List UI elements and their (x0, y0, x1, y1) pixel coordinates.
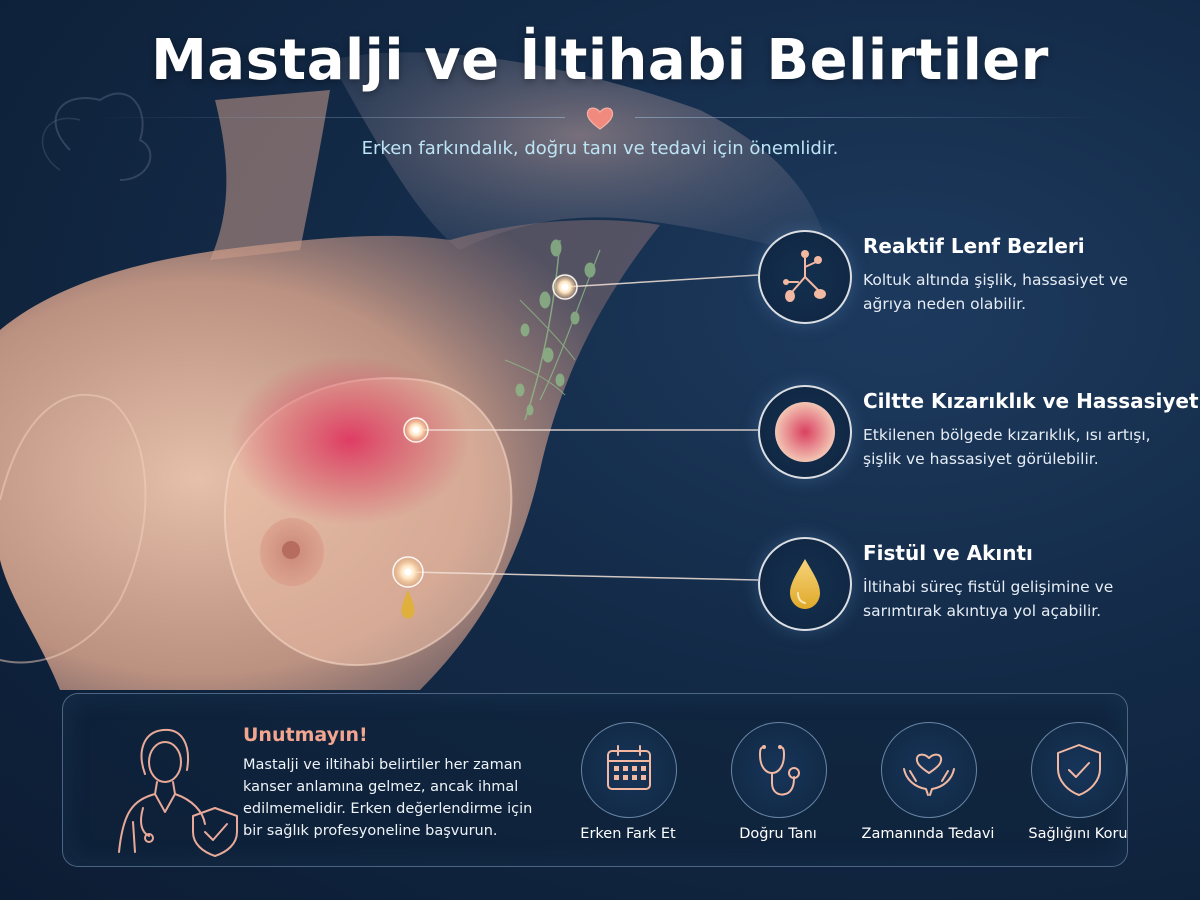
action-timely-treatment: Zamanında Tedavi (858, 722, 998, 852)
action-label: Zamanında Tedavi (861, 826, 995, 842)
stethoscope-icon (758, 745, 800, 796)
reminder-panel: Unutmayın! Mastalji ve iltihabi belirtil… (62, 693, 1128, 867)
lymph-node-icon (758, 230, 852, 324)
calendar-icon (607, 745, 651, 790)
action-protect-health: Sağlığını Koru (1008, 722, 1148, 852)
reminder-title: Unutmayın! (243, 724, 368, 746)
action-label: Doğru Tanı (739, 826, 817, 842)
lymph-node-cluster (504, 239, 601, 421)
drop-icon (758, 537, 852, 631)
reminder-text: Mastalji ve iltihabi belirtiler her zama… (243, 757, 533, 839)
symptom-lymph-nodes: Reaktif Lenf Bezleri Koltuk altında şişl… (758, 230, 1178, 330)
page-title: Mastalji ve İltihabi Belirtiler (151, 28, 1049, 93)
subtitle: Erken farkındalık, doğru tanı ve tedavi … (361, 138, 839, 159)
doctor-icon (118, 728, 238, 857)
symptom-skin-redness: Ciltte Kızarıklık ve Hassasiyet Etkilene… (758, 385, 1199, 485)
heart-hands-icon (903, 753, 955, 796)
action-early-awareness: Erken Fark Et (558, 722, 698, 852)
heart-icon (586, 107, 614, 130)
title-divider-left (95, 117, 565, 118)
redness-icon (758, 385, 852, 479)
shield-check-icon (1057, 744, 1101, 796)
action-label: Erken Fark Et (580, 826, 676, 842)
title-divider-right (635, 117, 1105, 118)
action-correct-diagnosis: Doğru Tanı (708, 722, 848, 852)
symptom-title: Ciltte Kızarıklık ve Hassasiyet (863, 389, 1199, 413)
symptom-fistula-discharge: Fistül ve Akıntı İltihabi süreç fistül g… (758, 537, 1178, 637)
symptom-title: Reaktif Lenf Bezleri (863, 234, 1085, 258)
symptom-description: Koltuk altında şişlik, hassasiyet ve ağr… (863, 271, 1128, 313)
symptom-title: Fistül ve Akıntı (863, 541, 1033, 565)
action-label: Sağlığını Koru (1028, 826, 1128, 842)
symptom-description: İltihabi süreç fistül gelişimine ve sarı… (863, 578, 1114, 620)
symptom-description: Etkilenen bölgede kızarıklık, ısı artışı… (863, 426, 1151, 468)
